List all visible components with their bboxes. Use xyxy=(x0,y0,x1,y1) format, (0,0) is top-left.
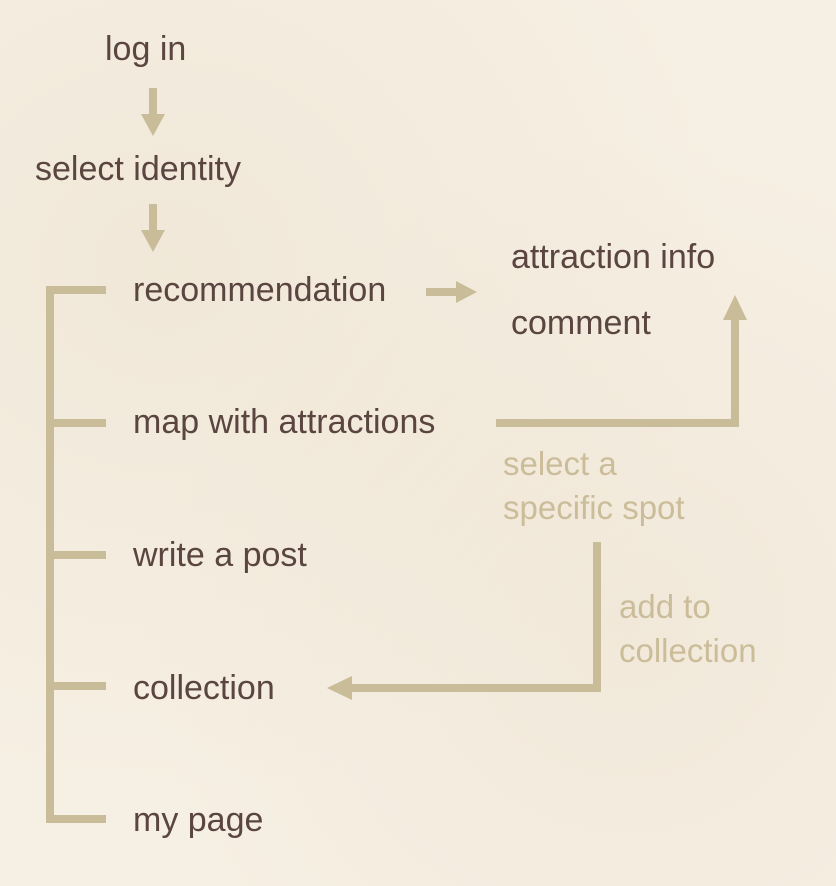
connector-spot-to-collection xyxy=(350,542,601,692)
arrowhead-right-details xyxy=(456,281,477,303)
node-recommendation: recommendation xyxy=(133,271,387,309)
arrowhead-up-details xyxy=(723,295,747,320)
arrowhead-left-collection xyxy=(327,676,352,700)
note-collection: collection xyxy=(619,632,757,669)
arrowhead-down-identity xyxy=(141,114,165,136)
arrowhead-down-menu xyxy=(141,230,165,252)
connector-map-to-details xyxy=(496,320,739,427)
note-specific-spot: specific spot xyxy=(503,489,685,526)
node-collection: collection xyxy=(133,669,275,707)
node-write-a-post: write a post xyxy=(133,536,307,574)
node-select-identity: select identity xyxy=(35,150,241,188)
note-select-a: select a xyxy=(503,445,617,482)
node-my-page: my page xyxy=(133,801,264,839)
node-attraction-info: attraction info xyxy=(511,238,716,276)
node-log-in: log in xyxy=(105,30,187,68)
note-add-to: add to xyxy=(619,588,711,625)
node-comment: comment xyxy=(511,304,651,342)
node-map-with-attractions: map with attractions xyxy=(133,403,436,441)
